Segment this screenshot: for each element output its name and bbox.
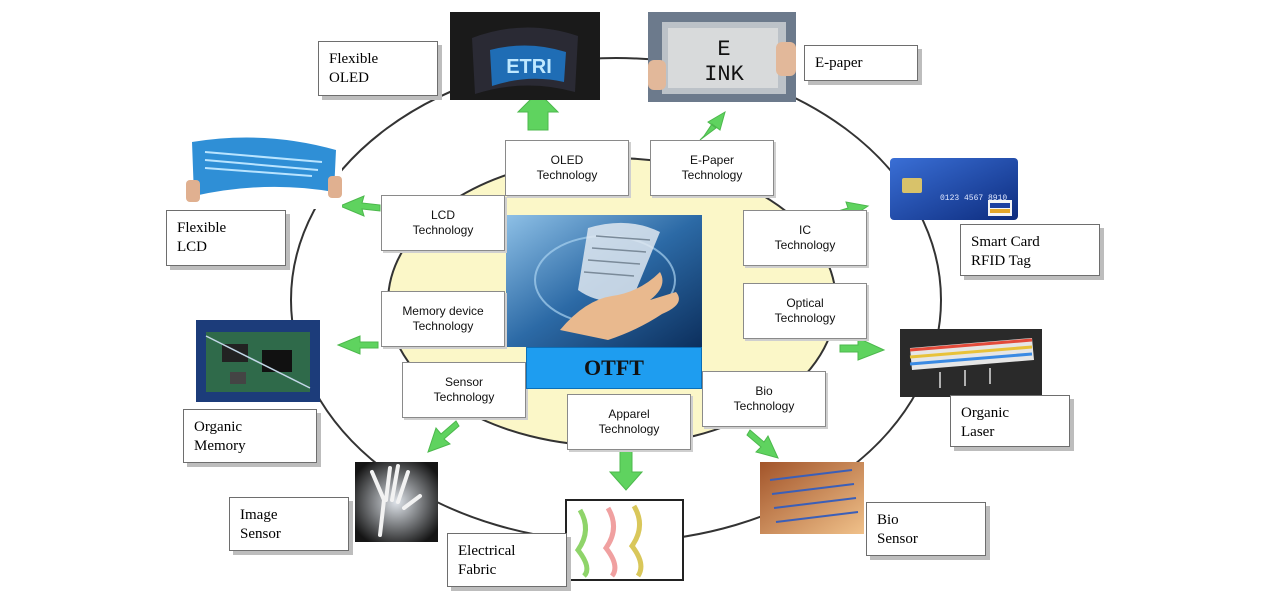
- arrow-memory: [336, 335, 379, 355]
- tech-box-optical: Optical Technology: [743, 283, 867, 339]
- tech-box-memory: Memory device Technology: [381, 291, 505, 347]
- app-box-e-paper: E-paper: [804, 45, 918, 81]
- tech-box-bio: Bio Technology: [702, 371, 826, 427]
- tech-box-epaper: E-Paper Technology: [650, 140, 774, 196]
- arrow-epaper: [699, 110, 726, 141]
- bio-sensor-photo: [760, 462, 864, 534]
- arrow-apparel: [608, 449, 644, 491]
- app-box-flexible-oled: Flexible OLED: [318, 41, 438, 96]
- eink-line1: E: [717, 37, 730, 62]
- organic-memory-photo: [196, 320, 320, 402]
- tech-box-ic: IC Technology: [743, 210, 867, 266]
- app-box-flexible-lcd: Flexible LCD: [166, 210, 286, 266]
- app-box-image-sensor: Image Sensor: [229, 497, 349, 551]
- arrow-bio: [746, 429, 779, 459]
- svg-text:ETRI: ETRI: [506, 56, 552, 78]
- arrow-sensor: [427, 420, 460, 453]
- image-sensor-photo: [355, 462, 438, 542]
- organic-laser-photo: [900, 329, 1042, 397]
- otft-center-label: OTFT: [526, 347, 702, 389]
- flexible-oled-photo: ETRI: [450, 12, 600, 100]
- tech-box-oled: OLED Technology: [505, 140, 629, 196]
- arrow-lcd: [338, 195, 381, 217]
- e-paper-photo: E INK: [648, 12, 796, 102]
- tech-box-sensor: Sensor Technology: [402, 362, 526, 418]
- otft-photo: [506, 215, 702, 347]
- arrow-optical: [839, 337, 886, 361]
- eink-line2: INK: [704, 62, 744, 87]
- tech-box-lcd: LCD Technology: [381, 195, 505, 251]
- electrical-fabric-photo: [565, 499, 684, 581]
- app-box-smart-card: Smart Card RFID Tag: [960, 224, 1100, 276]
- smart-card-photo: 0123 4567 8910: [890, 158, 1018, 220]
- app-box-electrical-fabric: Electrical Fabric: [447, 533, 567, 587]
- tech-box-apparel: Apparel Technology: [567, 394, 691, 450]
- svg-text:0123 4567 8910: 0123 4567 8910: [940, 194, 1007, 203]
- arrow-oled: [516, 91, 560, 131]
- app-box-organic-memory: Organic Memory: [183, 409, 317, 463]
- app-box-bio-sensor: Bio Sensor: [866, 502, 986, 556]
- flexible-lcd-photo: [186, 131, 342, 209]
- app-box-organic-laser: Organic Laser: [950, 395, 1070, 447]
